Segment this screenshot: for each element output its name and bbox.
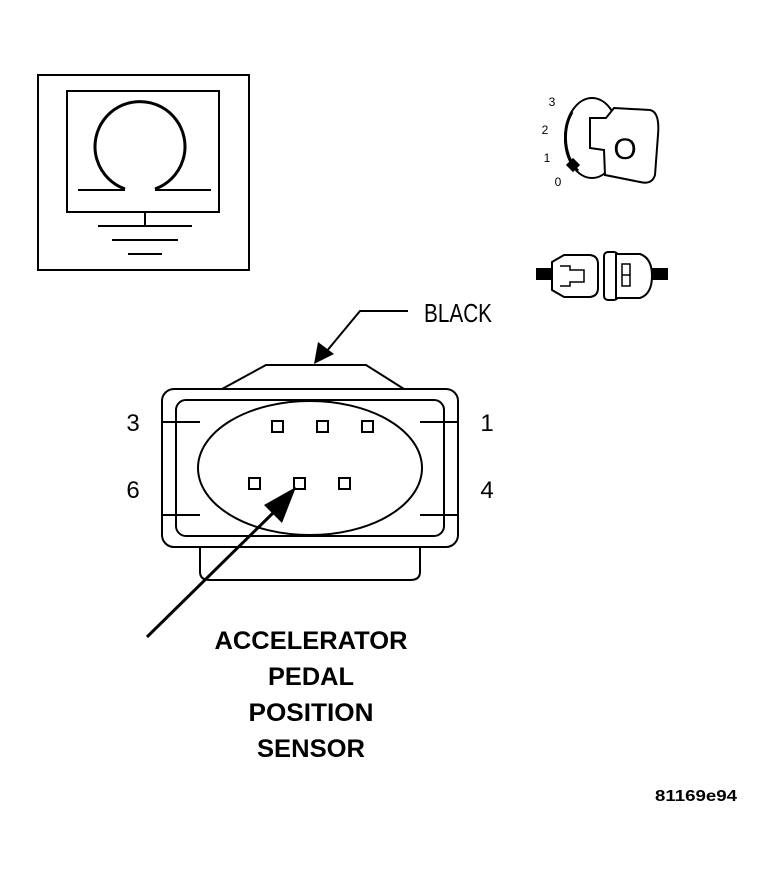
pin-label-1: 1: [480, 410, 493, 437]
ignition-position-0: 0: [555, 175, 562, 189]
component-name-line-4: SENSOR: [257, 735, 365, 763]
ignition-position-2: 2: [542, 123, 549, 137]
ignition-position-1: 1: [544, 151, 551, 165]
connector-face: [161, 364, 459, 581]
pin-cavity-3: [271, 420, 284, 433]
figure-id: 81169e94: [655, 788, 737, 805]
pin-cavity-4: [338, 477, 351, 490]
component-name-line-2: PEDAL: [268, 663, 354, 691]
component-name-line-1: ACCELERATOR: [215, 627, 408, 655]
component-leader-arrow: [145, 487, 296, 639]
pin-label-4: 4: [480, 477, 493, 504]
connector-pins: [248, 420, 374, 490]
pin-cavity-1: [361, 420, 374, 433]
ignition-position-3: 3: [549, 95, 556, 109]
ohmmeter-icon: [37, 74, 250, 271]
pin-label-3: 3: [126, 410, 139, 437]
connector-color-label: BLACK: [424, 298, 493, 328]
pin-label-6: 6: [126, 477, 139, 504]
connector-disconnect-icon: [536, 251, 668, 301]
pin-cavity-2: [316, 420, 329, 433]
ignition-key-symbol: O: [613, 133, 636, 166]
pin-cavity-6: [248, 477, 261, 490]
ignition-switch-icon: O 3 2 1 0: [542, 95, 660, 189]
component-name-line-3: POSITION: [249, 699, 374, 727]
pin-cavity-5: [293, 477, 306, 490]
color-label-leader: [314, 310, 408, 364]
component-name: ACCELERATOR PEDAL POSITION SENSOR: [215, 627, 408, 763]
